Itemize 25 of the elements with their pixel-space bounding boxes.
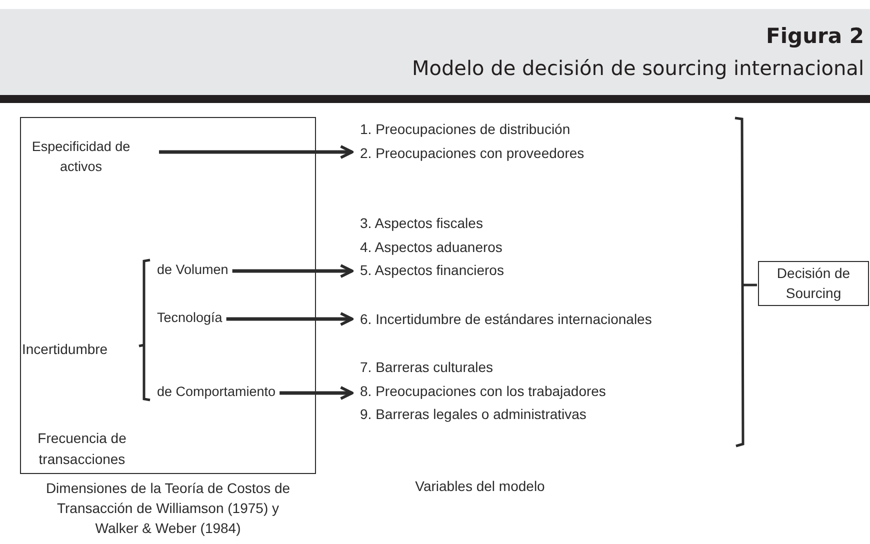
box-caption: Dimensiones de la Teoría de Costos de Transacción de Williamson (1975) y Walker & Weber (1984) (44, 479, 292, 538)
node-text: Especificidad de activos (23, 137, 139, 177)
arrow (226, 312, 354, 326)
node-text: Tecnología (157, 309, 222, 327)
figure-number: Figura 2 (766, 24, 864, 48)
column-caption: Variables del modelo (414, 477, 546, 496)
list-item: 4. Aspectos aduaneros (360, 238, 504, 257)
arrow (232, 264, 354, 278)
label-text: Incertidumbre (22, 340, 109, 359)
label-text: Frecuencia de transacciones (36, 429, 128, 469)
list-item: 3. Aspectos fiscales (360, 214, 484, 233)
list-item: 7. Barreras culturales (360, 358, 494, 377)
arrow (280, 386, 354, 400)
decision-box: Decisión de Sourcing (758, 261, 869, 306)
list-item: 2. Preocupaciones con proveedores (360, 144, 586, 163)
figure-caption: Modelo de decisión de sourcing internacional (412, 56, 864, 80)
arrow (159, 145, 354, 159)
dimensions-box (20, 117, 316, 474)
list-item: 8. Preocupaciones con los trabajadores (360, 382, 607, 401)
list-item: 6. Incertidumbre de estándares internacionales (360, 310, 653, 329)
node-text: de Comportamiento (157, 383, 276, 401)
list-item: 5. Aspectos financieros (360, 261, 505, 280)
node-text: de Volumen (157, 261, 228, 279)
list-item: 1. Preocupaciones de distribución (360, 120, 572, 139)
list-item: 9. Barreras legales o administrativas (360, 405, 588, 424)
